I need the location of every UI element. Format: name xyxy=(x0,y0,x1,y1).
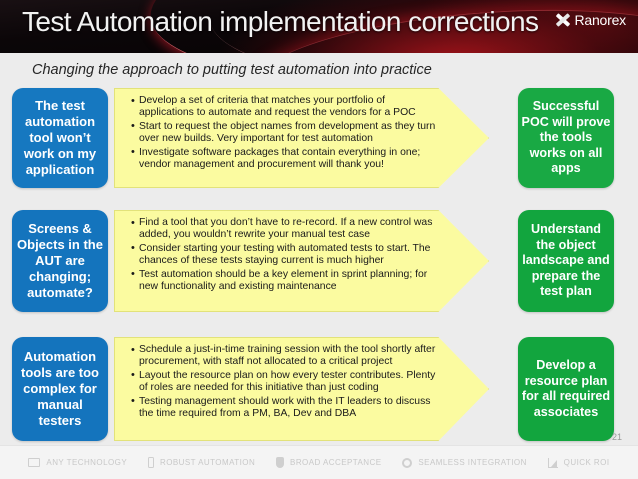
footer-label: ANY TECHNOLOGY xyxy=(46,458,128,467)
slide-footer: ANY TECHNOLOGY ROBUST AUTOMATION BROAD A… xyxy=(0,445,638,479)
footer-label: QUICK ROI xyxy=(563,458,610,467)
footer-item-seamless-integration: SEAMLESS INTEGRATION xyxy=(402,457,527,468)
mobile-icon xyxy=(147,457,154,468)
list-item: Investigate software packages that conta… xyxy=(131,146,441,172)
problem-box: The test automation tool won’t work on m… xyxy=(12,88,108,188)
problem-box: Screens & Objects in the AUT are changin… xyxy=(12,210,108,312)
shield-icon xyxy=(276,457,285,468)
list-item: Layout the resource plan on how every te… xyxy=(131,369,441,395)
list-item: Find a tool that you don’t have to re-re… xyxy=(131,217,441,242)
correction-row: Automation tools are too complex for man… xyxy=(0,337,638,441)
footer-label: SEAMLESS INTEGRATION xyxy=(418,458,527,467)
action-list: Find a tool that you don’t have to re-re… xyxy=(115,211,488,293)
chart-icon xyxy=(547,457,558,468)
slide-header: Test Automation implementation correctio… xyxy=(0,0,638,53)
page-number: 21 xyxy=(611,432,622,442)
action-arrow: Find a tool that you don’t have to re-re… xyxy=(114,210,489,312)
logo-text: Ranorex xyxy=(574,11,626,28)
footer-item-broad-acceptance: BROAD ACCEPTANCE xyxy=(276,457,382,468)
list-item: Schedule a just-in-time training session… xyxy=(131,344,441,369)
action-list: Schedule a just-in-time training session… xyxy=(115,338,488,420)
gear-icon xyxy=(402,457,413,468)
ranorex-logo: Ranorex xyxy=(554,11,626,28)
list-item: Start to request the object names from d… xyxy=(131,120,441,146)
problem-box: Automation tools are too complex for man… xyxy=(12,337,108,441)
outcome-box: Understand the object landscape and prep… xyxy=(518,210,614,312)
x-mark-icon xyxy=(554,11,571,28)
action-list: Develop a set of criteria that matches y… xyxy=(115,89,488,171)
footer-item-any-technology: ANY TECHNOLOGY xyxy=(28,458,127,467)
header-background xyxy=(0,0,638,53)
action-arrow: Develop a set of criteria that matches y… xyxy=(114,88,489,188)
list-item: Develop a set of criteria that matches y… xyxy=(131,95,441,120)
list-item: Testing management should work with the … xyxy=(131,395,441,421)
correction-row: The test automation tool won’t work on m… xyxy=(0,88,638,188)
outcome-box: Successful POC will prove the tools work… xyxy=(518,88,614,188)
page-title: Test Automation implementation correctio… xyxy=(22,6,539,37)
list-item: Test automation should be a key element … xyxy=(131,268,441,294)
correction-row: Screens & Objects in the AUT are changin… xyxy=(0,210,638,312)
footer-item-quick-roi: QUICK ROI xyxy=(547,457,610,468)
footer-label: BROAD ACCEPTANCE xyxy=(290,458,382,467)
footer-label: ROBUST AUTOMATION xyxy=(159,458,256,467)
action-arrow: Schedule a just-in-time training session… xyxy=(114,337,489,441)
footer-item-robust-automation: ROBUST AUTOMATION xyxy=(147,457,256,468)
slide-subtitle: Changing the approach to putting test au… xyxy=(32,62,432,78)
list-item: Consider starting your testing with auto… xyxy=(131,242,441,268)
monitor-icon xyxy=(28,458,41,467)
outcome-box: Develop a resource plan for all required… xyxy=(518,337,614,441)
